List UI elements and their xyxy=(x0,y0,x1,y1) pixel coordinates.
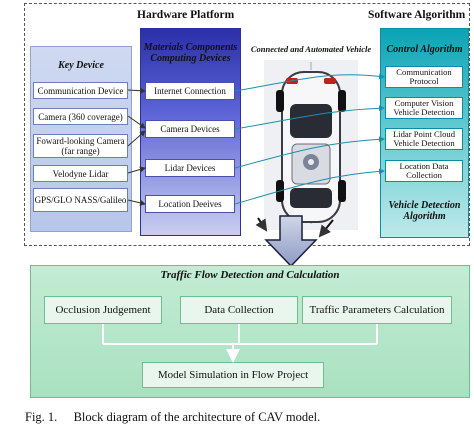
control-item: Lidar Point Cloud Vehicle Detection xyxy=(385,128,463,150)
key-device-item: Foward-looking Camera (far range) xyxy=(33,134,128,158)
key-device-item: Camera (360 coverage) xyxy=(33,108,128,125)
occlusion-judgement-box: Occlusion Judgement xyxy=(44,296,162,324)
hardware-platform-heading: Hardware Platform xyxy=(137,9,235,21)
figure-caption-text: Block diagram of the architecture of CAV… xyxy=(73,410,321,424)
control-title: Control Algorithm xyxy=(386,44,463,55)
key-device-item: Velodyne Lidar xyxy=(33,165,128,182)
control-item: Location Data Collection xyxy=(385,160,463,182)
control-footer: Vehicle Detection Algorithm xyxy=(388,200,461,222)
traffic-parameters-box: Traffic Parameters Calculation xyxy=(302,296,452,324)
software-algorithm-heading: Software Algorithm xyxy=(368,9,466,21)
data-collection-box: Data Collection xyxy=(180,296,298,324)
materials-title: Materials Components Computing Devices xyxy=(143,42,238,64)
control-item: Communication Protocol xyxy=(385,66,463,88)
figure-label: Fig. 1. xyxy=(25,410,58,424)
car-icon xyxy=(264,60,358,230)
control-item: Computer Vision Vehicle Detection xyxy=(385,97,463,119)
key-device-title: Key Device xyxy=(58,60,104,71)
vehicle-label: Connected and Automated Vehicle xyxy=(250,44,372,54)
materials-item: Camera Devices xyxy=(145,120,235,138)
traffic-flow-title: Traffic Flow Detection and Calculation xyxy=(160,269,340,281)
key-device-item: Communication Device xyxy=(33,82,128,99)
figure-caption: Fig. 1. Block diagram of the architectur… xyxy=(25,410,320,425)
system-frame xyxy=(24,3,470,246)
vehicle-illustration xyxy=(246,52,376,234)
key-device-item: GPS/GLO NASS/Galileo xyxy=(33,188,128,212)
